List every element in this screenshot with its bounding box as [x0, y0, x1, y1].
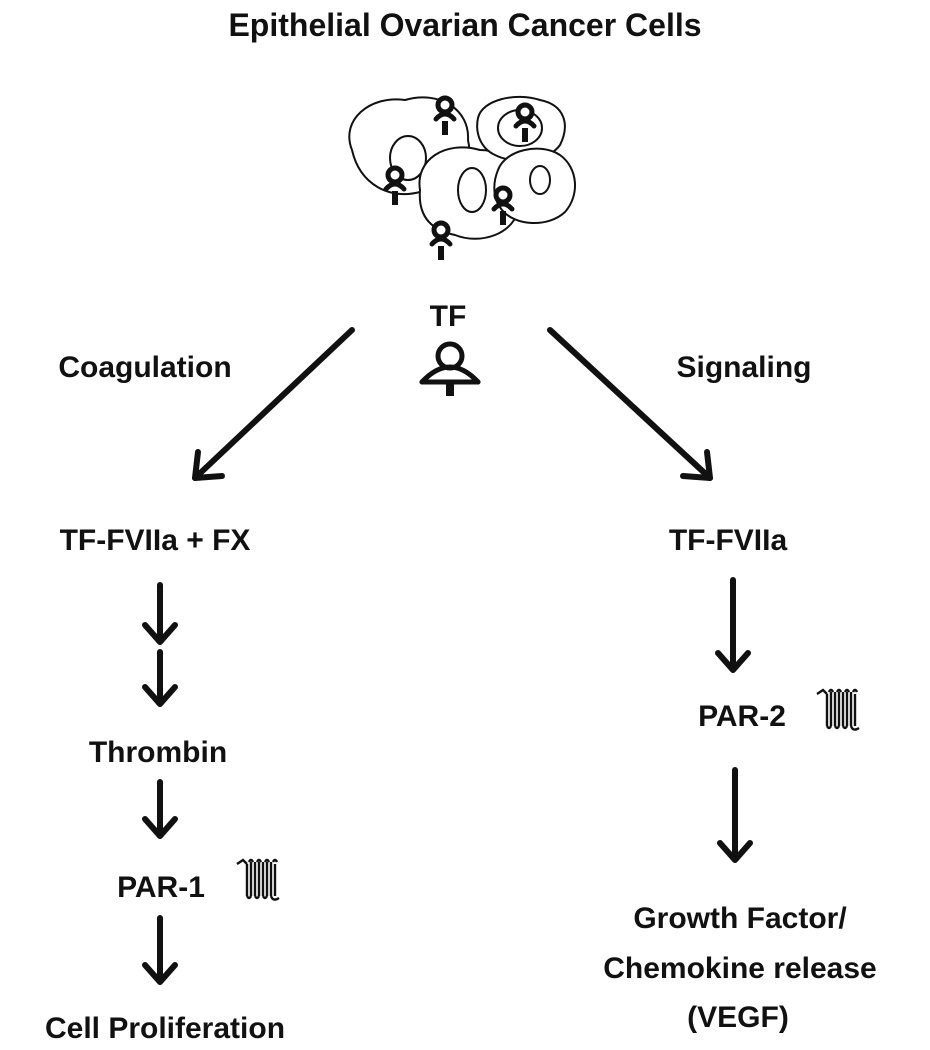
tf-fviia-fx-label: TF-FVIIa + FX	[60, 524, 251, 557]
par-receptor-icon	[236, 858, 280, 901]
chemokine-release-label: Chemokine release	[603, 952, 876, 985]
tissue-factor-icon	[419, 341, 481, 396]
par1-label: PAR-1	[117, 871, 205, 904]
cell-proliferation-label: Cell Proliferation	[45, 1012, 285, 1045]
signaling-label: Signaling	[677, 351, 812, 384]
tf-fviia-label: TF-FVIIa	[669, 524, 788, 557]
vegf-label: (VEGF)	[687, 1001, 789, 1034]
cancer-cell-cluster	[348, 95, 577, 260]
signaling-arrow	[547, 327, 713, 481]
growth-factor-label: Growth Factor/	[633, 902, 847, 935]
diagram-title: Epithelial Ovarian Cancer Cells	[228, 7, 701, 43]
tissue-factor-icon	[513, 102, 537, 142]
down-arrow	[717, 767, 753, 863]
cell-nucleus	[529, 165, 551, 195]
tf-label: TF	[430, 300, 467, 333]
cell-nucleus	[457, 167, 487, 213]
tissue-factor-icon	[433, 95, 457, 135]
down-arrow	[715, 577, 751, 673]
down-arrow	[142, 582, 178, 645]
thrombin-label: Thrombin	[89, 736, 227, 769]
down-arrow	[142, 779, 178, 839]
down-arrow	[142, 915, 178, 985]
tissue-factor-icon	[429, 220, 453, 260]
par2-label: PAR-2	[698, 700, 786, 733]
tissue-factor-icon	[491, 185, 515, 225]
down-arrow	[142, 649, 178, 707]
coagulation-label: Coagulation	[58, 351, 231, 384]
par-receptor-icon	[816, 688, 860, 731]
tissue-factor-icon	[383, 165, 407, 205]
coagulation-arrow	[192, 327, 355, 481]
